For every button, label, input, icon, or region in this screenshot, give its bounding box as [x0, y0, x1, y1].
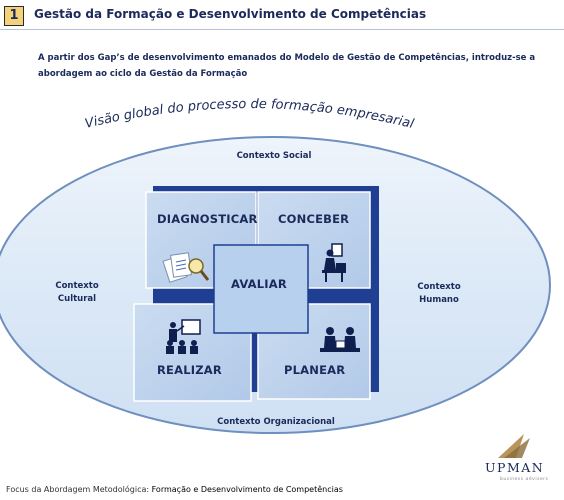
- diagram-title: Visão global do processo de formação emp…: [0, 0, 416, 132]
- upman-logo-mark: [498, 434, 530, 458]
- intro-line-2: abordagem ao ciclo da Gestão da Formação: [38, 69, 248, 79]
- quadrant-avaliar: [213, 244, 309, 334]
- context-organizacional-label: Contexto Organizacional: [217, 417, 335, 427]
- label-avaliar: AVALIAR: [231, 277, 287, 291]
- intro-line-1: A partir dos Gap’s de desenvolvimento em…: [38, 53, 536, 63]
- meeting-people-icon: [320, 327, 360, 352]
- footer-subject: Formação e Desenvolvimento de Competênci…: [151, 485, 343, 494]
- intro-text: A partir dos Gap’s de desenvolvimento em…: [38, 50, 538, 82]
- context-cultural-line-1: Contexto: [55, 281, 99, 291]
- label-planear: PLANEAR: [284, 363, 346, 377]
- logo-name: UPMAN: [485, 460, 545, 475]
- label-realizar: REALIZAR: [157, 363, 222, 377]
- context-humano-label: Contexto Humano: [404, 281, 474, 307]
- context-cultural-label: Contexto Cultural: [42, 280, 112, 306]
- page-title: Gestão da Formação e Desenvolvimento de …: [34, 7, 427, 21]
- magnifier-documents-icon: [162, 252, 210, 283]
- context-cultural-line-2: Cultural: [57, 294, 97, 304]
- context-humano-line-2: Humano: [419, 295, 459, 305]
- header-divider: [0, 29, 564, 30]
- label-conceber: CONCEBER: [278, 212, 350, 226]
- context-humano-line-1: Contexto: [417, 282, 461, 292]
- label-diagnosticar: DIAGNOSTICAR: [157, 212, 258, 226]
- presenter-audience-icon: [166, 319, 201, 354]
- footer-text: Focus da Abordagem Metodológica: Formaçã…: [6, 485, 343, 494]
- logo-tagline: business advisers: [500, 477, 549, 482]
- person-at-computer-icon: [322, 243, 346, 282]
- context-social-label: Contexto Social: [236, 151, 312, 161]
- header-number-box: 1: [4, 6, 24, 26]
- footer-prefix: Focus da Abordagem Metodológica:: [6, 485, 152, 494]
